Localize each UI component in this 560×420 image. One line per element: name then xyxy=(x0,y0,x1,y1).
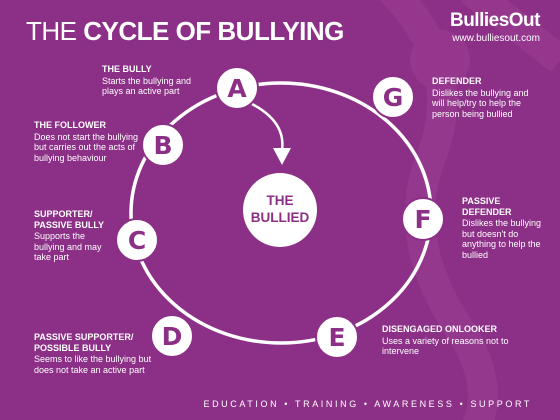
node-c-letter: C xyxy=(128,226,146,255)
node-e-letter: E xyxy=(328,323,345,352)
role-c-name: SUPPORTER/ PASSIVE BULLY xyxy=(34,209,105,230)
page-title: THE CYCLE OF BULLYING xyxy=(26,16,344,46)
role-f: PASSIVE DEFENDER Dislikes the bullying b… xyxy=(462,196,548,260)
node-f: F xyxy=(401,197,445,241)
center-label-line1: THE xyxy=(267,193,294,208)
role-g-desc: Dislikes the bullying and will help/try … xyxy=(432,87,529,119)
role-f-name: PASSIVE DEFENDER xyxy=(462,196,512,217)
role-b-desc: Does not start the bullying but carries … xyxy=(34,131,139,163)
role-c: SUPPORTER/ PASSIVE BULLY Supports the bu… xyxy=(34,209,116,263)
role-a-desc: Starts the bullying and plays an active … xyxy=(102,75,192,97)
node-d-letter: D xyxy=(162,322,183,351)
role-d-name: PASSIVE SUPPORTER/ POSSIBLE BULLY xyxy=(34,332,134,353)
role-e-desc: Uses a variety of reasons not to interve… xyxy=(382,335,509,357)
role-e: DISENGAGED ONLOOKER Uses a variety of re… xyxy=(382,324,512,357)
role-b: THE FOLLOWER Does not start the bullying… xyxy=(34,120,139,163)
footer-tagline: EDUCATION • TRAINING • AWARENESS • SUPPO… xyxy=(203,399,532,409)
node-f-letter: F xyxy=(414,205,431,234)
node-g: G xyxy=(371,75,415,119)
node-a: A xyxy=(215,66,259,110)
node-a-letter: A xyxy=(227,74,247,103)
node-c: C xyxy=(115,218,159,262)
brand-logo: BulliesOut www.bulliesout.com xyxy=(449,10,541,45)
role-b-name: THE FOLLOWER xyxy=(34,120,106,130)
role-d-desc: Seems to like the bullying but does not … xyxy=(34,354,152,375)
title-bold: CYCLE OF BULLYING xyxy=(83,16,344,46)
role-a-name: THE BULLY xyxy=(102,64,152,74)
arrow-a-to-center xyxy=(251,102,291,165)
role-g-name: DEFENDER xyxy=(432,76,482,86)
title-light: THE xyxy=(26,16,77,46)
node-b: B xyxy=(141,123,185,167)
node-e: E xyxy=(315,315,359,359)
role-f-desc: Dislikes the bullying but doesn't do any… xyxy=(462,218,542,260)
node-g-letter: G xyxy=(383,83,404,112)
node-d: D xyxy=(150,314,194,358)
role-a: THE BULLY Starts the bullying and plays … xyxy=(102,64,212,97)
center-label-line2: BULLIED xyxy=(251,210,310,225)
brand-name: BulliesOut xyxy=(449,10,541,31)
role-d: PASSIVE SUPPORTER/ POSSIBLE BULLY Seems … xyxy=(34,332,159,375)
role-e-name: DISENGAGED ONLOOKER xyxy=(382,324,498,334)
center-bubble: THE BULLIED xyxy=(243,173,317,247)
node-b-letter: B xyxy=(153,131,172,160)
role-g: DEFENDER Dislikes the bullying and will … xyxy=(432,76,542,119)
brand-url: www.bulliesout.com xyxy=(452,33,540,44)
role-c-desc: Supports the bullying and may take part xyxy=(34,231,102,262)
